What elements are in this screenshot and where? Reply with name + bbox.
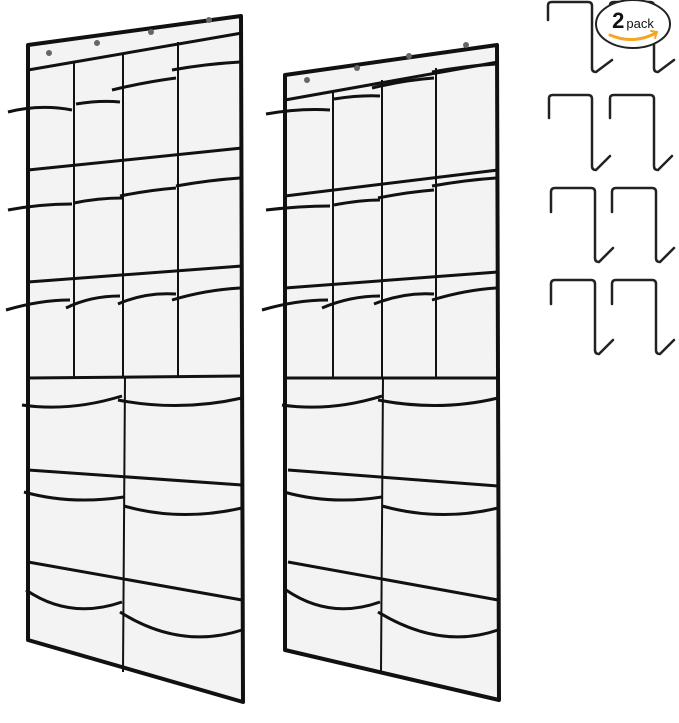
hook-icon — [610, 186, 676, 264]
hook-icon — [608, 93, 674, 172]
organizer-right — [261, 42, 501, 702]
hook-icon — [549, 278, 615, 356]
pack-badge — [595, 0, 671, 49]
hook-icon — [549, 186, 615, 264]
pack-word: pack — [626, 16, 654, 31]
hook-icon — [610, 278, 676, 356]
pack-count: 2 — [612, 8, 625, 33]
hook-icon — [546, 0, 614, 74]
hook-icon — [547, 93, 612, 172]
smile-arrow-icon — [608, 31, 658, 41]
hooks — [546, 0, 676, 356]
organizer-left — [5, 14, 245, 704]
pack-badge-text: 2 pack — [603, 10, 663, 34]
